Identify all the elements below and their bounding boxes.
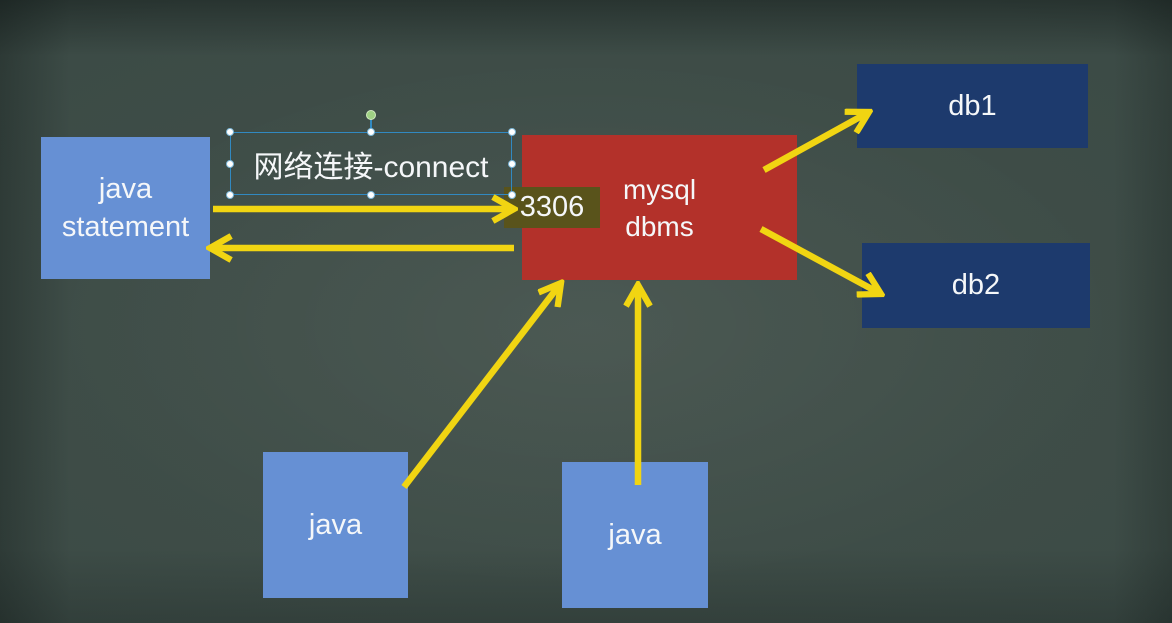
rotation-handle[interactable]: [366, 110, 376, 120]
node-db2[interactable]: db2: [862, 243, 1090, 328]
db2-label: db2: [951, 269, 1001, 301]
node-db1[interactable]: db1: [857, 64, 1088, 148]
node-java-client-left[interactable]: java: [263, 452, 408, 598]
node-java-client-right[interactable]: java: [562, 462, 708, 608]
node-java-statement[interactable]: java statement: [41, 137, 210, 279]
arrow-mysql-to-db1[interactable]: [762, 112, 869, 173]
resize-handle-bottom-center[interactable]: [367, 191, 375, 199]
resize-handle-bottom-right[interactable]: [508, 191, 516, 199]
rotation-handle-stem: [370, 119, 372, 130]
db1-label: db1: [948, 89, 997, 122]
resize-handle-bottom-left[interactable]: [226, 191, 234, 199]
java-client-left-label: java: [308, 508, 363, 541]
resize-handle-middle-right[interactable]: [508, 159, 516, 168]
connect-label-text: 网络连接-connect: [253, 150, 489, 184]
arrow-java-client-left-to-mysql[interactable]: [401, 283, 561, 489]
java-client-right-label: java: [608, 518, 662, 551]
node-port-3306[interactable]: 3306: [504, 187, 600, 228]
mysql-label-line1: mysql: [622, 173, 697, 205]
java-statement-label-line1: java: [98, 173, 153, 205]
arrow-mysql-to-db2[interactable]: [759, 226, 881, 294]
mysql-label-line2: dbms: [625, 210, 694, 242]
textbox-connect-label-selected[interactable]: 网络连接-connect: [226, 110, 516, 199]
resize-handle-top-left[interactable]: [226, 128, 234, 136]
java-statement-label-line2: statement: [61, 211, 190, 243]
port-label: 3306: [519, 191, 585, 223]
resize-handle-top-center[interactable]: [367, 128, 375, 136]
resize-handle-top-right[interactable]: [508, 128, 516, 136]
resize-handle-middle-left[interactable]: [226, 159, 234, 168]
